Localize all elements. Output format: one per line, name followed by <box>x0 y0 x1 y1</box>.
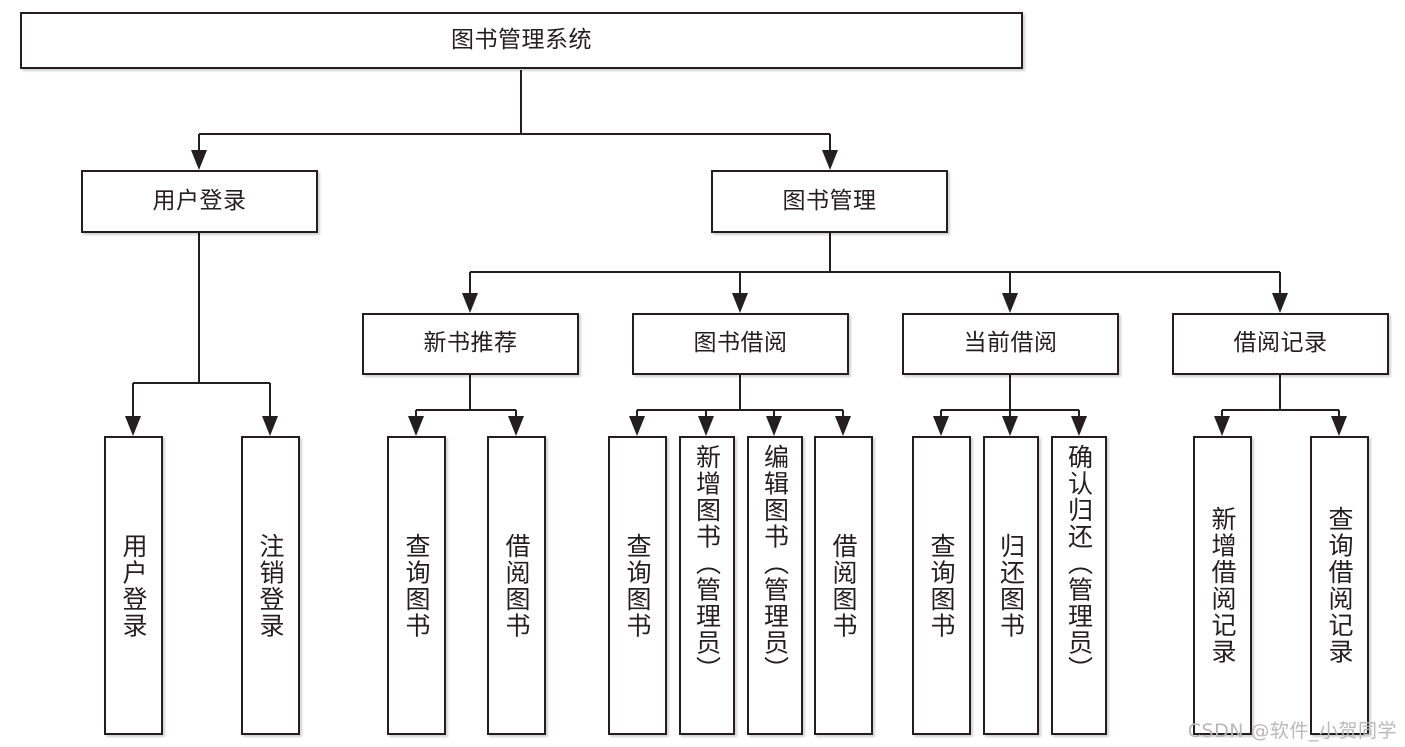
node-leaf-query-book-2[interactable]: 查询图书 <box>608 436 667 735</box>
node-book-manage[interactable]: 图书管理 <box>711 170 948 233</box>
node-leaf-query-book-3-label: 查询图书 <box>927 532 956 639</box>
node-leaf-borrow-book-1[interactable]: 借阅图书 <box>487 436 546 735</box>
arrowhead-leaf-logout <box>262 416 278 436</box>
node-leaf-add-record-label: 新增借阅记录 <box>1208 506 1237 665</box>
arrowhead-borrow-record <box>1272 293 1288 313</box>
node-leaf-query-book-1[interactable]: 查询图书 <box>387 436 446 735</box>
node-leaf-return-book-label: 归还图书 <box>996 532 1026 639</box>
node-leaf-confirm-return[interactable]: 确认归还（管理员） <box>1051 436 1107 735</box>
arrowhead-book-borrow <box>732 293 748 313</box>
arrowhead-leaf-edit-book <box>766 416 782 436</box>
arrowhead-leaf-query-book-3 <box>933 416 949 436</box>
node-book-borrow[interactable]: 图书借阅 <box>632 313 849 375</box>
arrowhead-leaf-user-login <box>125 416 141 436</box>
arrowhead-leaf-add-book <box>698 416 714 436</box>
node-leaf-user-login[interactable]: 用户登录 <box>104 436 163 735</box>
csdn-watermark: CSDN @软件_小贺同学 <box>1187 720 1397 742</box>
node-leaf-borrow-book-1-label: 借阅图书 <box>502 532 531 639</box>
node-user-login[interactable]: 用户登录 <box>81 170 318 233</box>
arrowhead-leaf-return-book <box>1002 416 1018 436</box>
node-new-book-rec-label: 新书推荐 <box>423 330 518 357</box>
node-leaf-user-login-label: 用户登录 <box>119 532 148 639</box>
arrowhead-leaf-confirm-return <box>1071 416 1087 436</box>
node-leaf-query-book-1-label: 查询图书 <box>402 532 431 639</box>
node-leaf-logout[interactable]: 注销登录 <box>241 436 300 735</box>
node-leaf-confirm-return-label: 确认归还（管理员） <box>1064 444 1094 683</box>
node-leaf-edit-book-label: 编辑图书（管理员） <box>760 444 790 683</box>
node-user-login-label: 用户登录 <box>152 187 247 214</box>
arrowhead-user-login <box>191 150 207 170</box>
node-current-borrow-label: 当前借阅 <box>963 330 1058 357</box>
node-new-book-rec[interactable]: 新书推荐 <box>362 313 579 375</box>
node-book-borrow-label: 图书借阅 <box>693 330 788 357</box>
node-root[interactable]: 图书管理系统 <box>20 12 1023 69</box>
arrowhead-book-manage <box>822 150 838 170</box>
node-leaf-query-record-label: 查询借阅记录 <box>1325 506 1354 665</box>
node-leaf-query-book-3[interactable]: 查询图书 <box>912 436 971 735</box>
arrowhead-current-borrow <box>1002 293 1018 313</box>
node-leaf-query-book-2-label: 查询图书 <box>623 532 652 639</box>
arrowhead-new-book-rec <box>462 293 478 313</box>
arrowhead-leaf-query-record <box>1331 416 1347 436</box>
node-book-manage-label: 图书管理 <box>782 187 877 214</box>
node-root-label: 图书管理系统 <box>451 26 592 53</box>
arrowhead-leaf-add-record <box>1214 416 1230 436</box>
arrowhead-leaf-query-book-2 <box>629 416 645 436</box>
node-leaf-add-book-label: 新增图书（管理员） <box>692 444 722 683</box>
arrowhead-leaf-borrow-book-1 <box>508 416 524 436</box>
node-leaf-logout-label: 注销登录 <box>256 532 285 639</box>
node-leaf-return-book[interactable]: 归还图书 <box>983 436 1039 735</box>
node-leaf-borrow-book-2-label: 借阅图书 <box>829 532 858 639</box>
node-leaf-add-record[interactable]: 新增借阅记录 <box>1193 436 1252 735</box>
node-leaf-add-book[interactable]: 新增图书（管理员） <box>679 436 735 735</box>
node-leaf-query-record[interactable]: 查询借阅记录 <box>1310 436 1369 735</box>
node-leaf-edit-book[interactable]: 编辑图书（管理员） <box>747 436 803 735</box>
node-leaf-borrow-book-2[interactable]: 借阅图书 <box>814 436 873 735</box>
arrowhead-leaf-query-book-1 <box>408 416 424 436</box>
node-borrow-record-label: 借阅记录 <box>1233 330 1328 357</box>
node-borrow-record[interactable]: 借阅记录 <box>1172 313 1389 375</box>
node-current-borrow[interactable]: 当前借阅 <box>902 313 1119 375</box>
arrowhead-leaf-borrow-book-2 <box>835 416 851 436</box>
